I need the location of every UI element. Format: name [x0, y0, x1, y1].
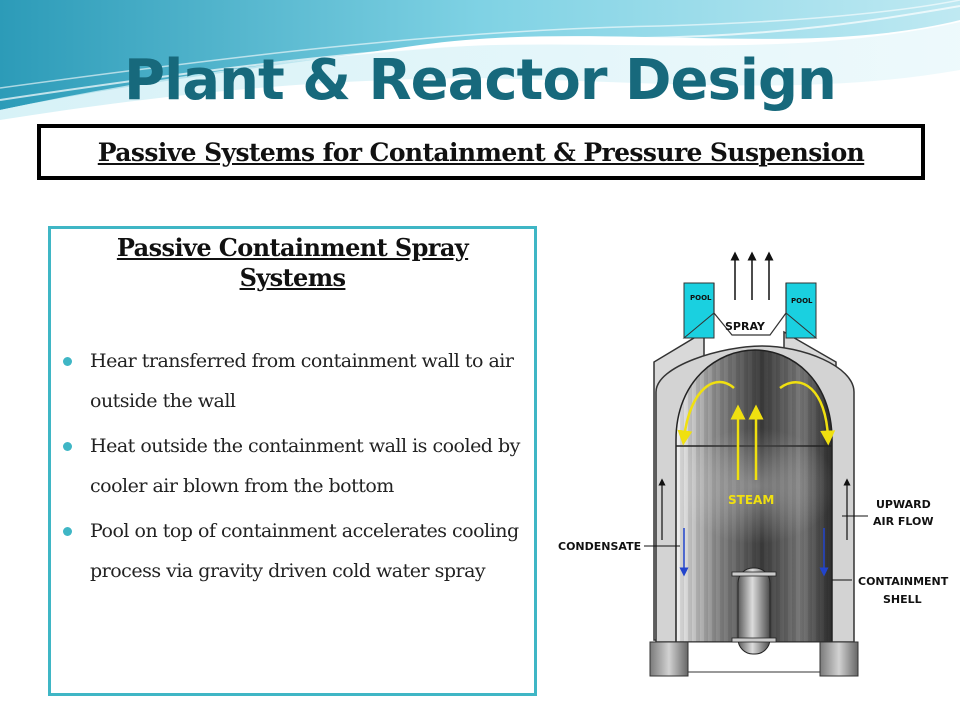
bullet-dot-icon — [63, 527, 72, 536]
slide-title: Plant & Reactor Design — [124, 48, 837, 113]
pool-right-slope — [785, 311, 818, 339]
containment-shell-label-line1: CONTAINMENT — [858, 575, 949, 588]
bullet-text: Heat outside the containment wall is coo… — [90, 435, 520, 497]
section-heading-line2: Systems — [239, 263, 346, 292]
containment-diagram: POOL POOL SPRAY STEAM CONDENSATE UPWARD … — [558, 251, 949, 677]
bullet-dot-icon — [63, 442, 72, 451]
bullet-text: Pool on top of containment accelerates c… — [90, 520, 519, 582]
foot-right — [819, 641, 859, 677]
section-heading: Passive Containment Spray Systems — [51, 233, 534, 293]
bullet-dot-icon — [63, 357, 72, 366]
upward-air-flow-label-line2: AIR FLOW — [873, 515, 934, 528]
containment-shell-label-line2: SHELL — [883, 593, 922, 606]
bullet-text: Hear transferred from containment wall t… — [90, 350, 514, 412]
subtitle-text: Passive Systems for Containment & Pressu… — [97, 137, 865, 167]
upward-air-flow-label-line1: UPWARD — [876, 498, 931, 511]
roof-duct — [713, 283, 787, 336]
pool-left-label: POOL — [690, 294, 712, 302]
reactor-vessel — [737, 567, 771, 655]
steam-label: STEAM — [728, 493, 774, 507]
bullet-item: Heat outside the containment wall is coo… — [63, 426, 528, 506]
wave-background — [0, 0, 960, 120]
condensate-label: CONDENSATE — [558, 540, 641, 553]
section-heading-line1: Passive Containment Spray — [116, 233, 469, 262]
bullet-item: Pool on top of containment accelerates c… — [63, 511, 528, 591]
bullet-item: Hear transferred from containment wall t… — [63, 341, 528, 421]
bullet-list: Hear transferred from containment wall t… — [63, 341, 528, 596]
pool-left-slope — [682, 311, 715, 339]
subtitle-box: Passive Systems for Containment & Pressu… — [37, 124, 925, 180]
pool-right-label: POOL — [791, 297, 813, 305]
content-box: Passive Containment Spray Systems Hear t… — [48, 226, 537, 696]
spray-label: SPRAY — [725, 320, 766, 333]
foot-left — [649, 641, 689, 677]
